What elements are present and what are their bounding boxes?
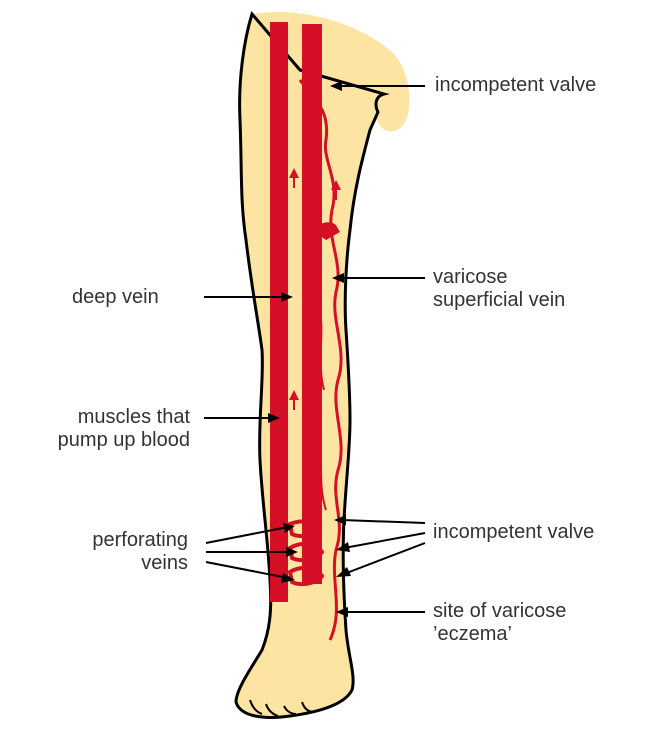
- label-incompetent-valve-bottom: incompetent valve: [433, 521, 594, 544]
- label-varicose-superficial-vein: varicose superficial vein: [433, 266, 565, 312]
- label-varicose-line1: varicose: [433, 266, 565, 289]
- label-deep-vein: deep vein: [72, 286, 159, 309]
- label-incompetent-valve-top: incompetent valve: [435, 74, 596, 97]
- label-muscles: muscles that pump up blood: [8, 406, 190, 452]
- label-perforating-line2: veins: [20, 552, 188, 575]
- deep-vein-left: [270, 22, 288, 602]
- label-eczema-line2: ’eczema’: [433, 623, 566, 646]
- label-perforating-line1: perforating: [20, 529, 188, 552]
- label-perforating-veins: perforating veins: [20, 529, 188, 575]
- label-muscles-line2: pump up blood: [8, 429, 190, 452]
- label-varicose-line2: superficial vein: [433, 289, 565, 312]
- label-muscles-line1: muscles that: [8, 406, 190, 429]
- label-eczema-line1: site of varicose: [433, 600, 566, 623]
- label-eczema-site: site of varicose ’eczema’: [433, 600, 566, 646]
